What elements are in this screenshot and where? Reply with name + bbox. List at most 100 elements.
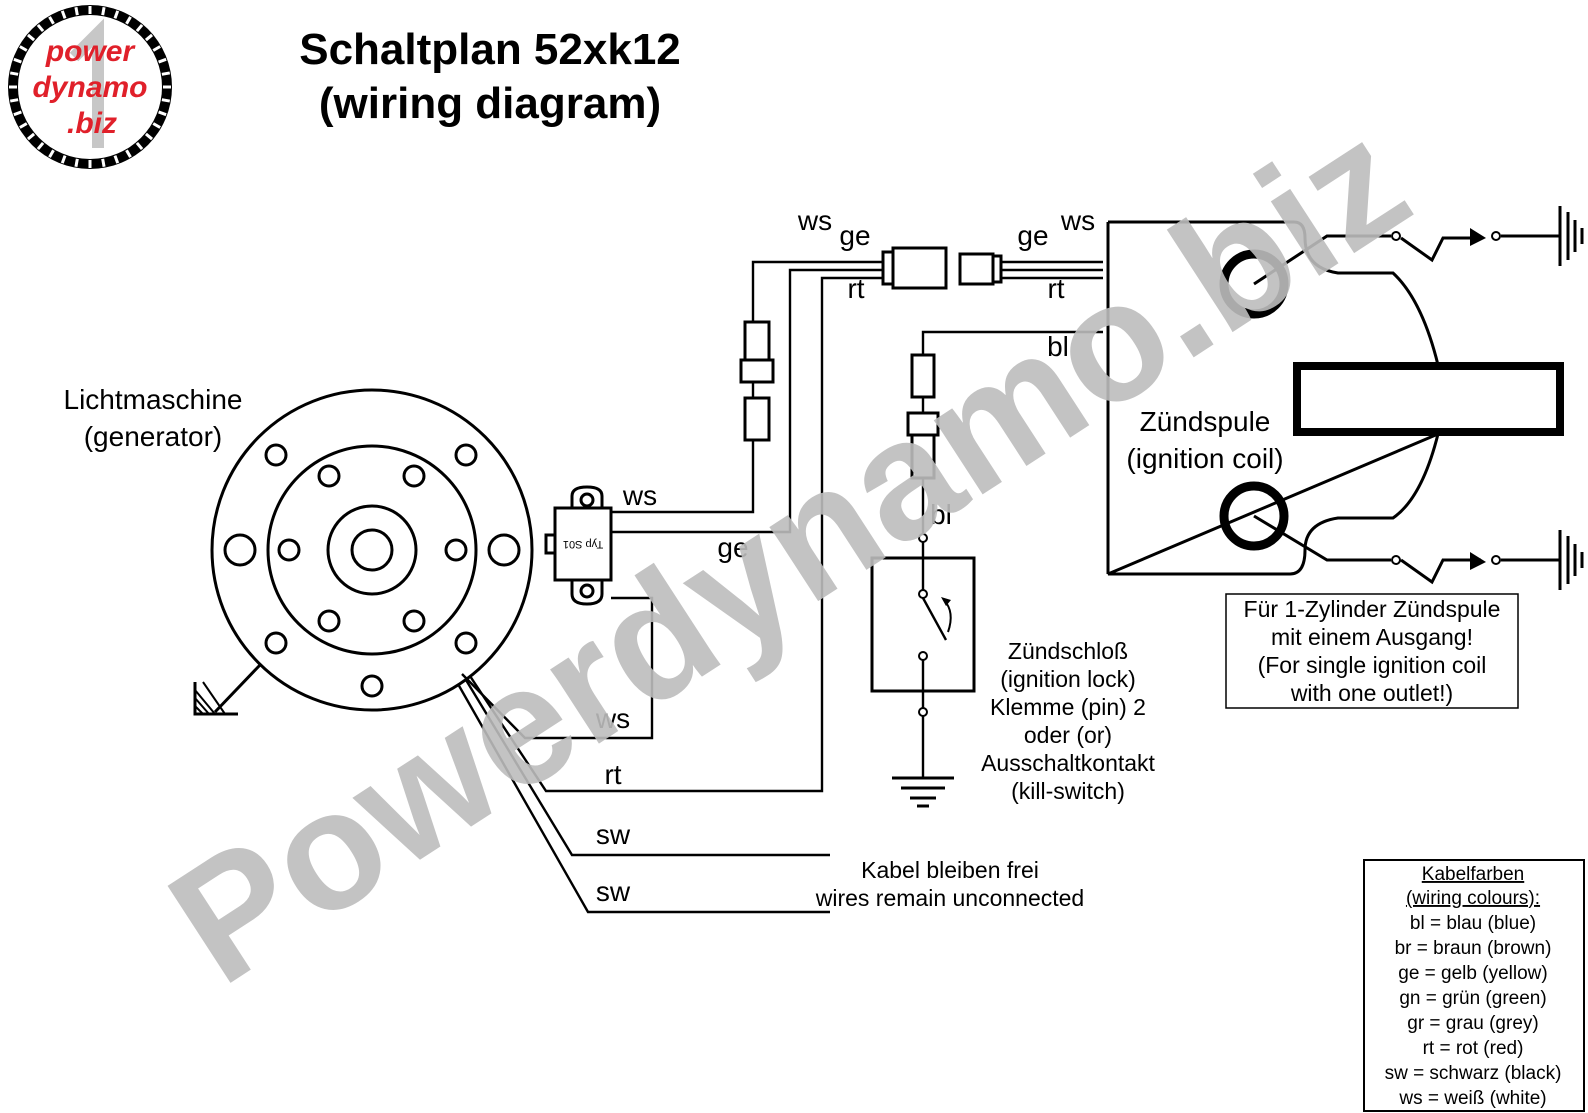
- logo-tick: [36, 23, 45, 33]
- legend-item: gr = grau (grey): [1407, 1013, 1538, 1034]
- legend-title: Kabelfarben: [1422, 864, 1524, 885]
- coil-ground-bottom: [1558, 530, 1584, 590]
- legend-item: ws = weiß (white): [1398, 1088, 1546, 1109]
- lock-terminal-bottom: [918, 707, 928, 717]
- wire-label-ws-generator: ws: [595, 703, 630, 734]
- ignition-coil-label: Zündspule: [1140, 406, 1271, 437]
- logo-tick: [60, 10, 67, 19]
- logo-tick: [9, 71, 19, 76]
- single-coil-note-line-4: with one outlet!): [1290, 680, 1453, 706]
- generator-label-en: (generator): [84, 421, 223, 452]
- wire-label-rt-coil: rt: [1047, 273, 1064, 304]
- ignition-lock-line-1: Zündschloß: [1008, 638, 1128, 664]
- logo-tick: [113, 155, 120, 164]
- logo-tick: [60, 155, 67, 164]
- wire-label-ws-regulator: ws: [622, 480, 657, 511]
- lock-contact-upper: [918, 589, 928, 599]
- wire-label-rt-generator: rt: [604, 759, 621, 790]
- lock-contact-lower: [918, 651, 928, 661]
- spark-gap-top-a: [1391, 231, 1401, 241]
- logo-tick: [36, 141, 45, 151]
- logo-tick: [9, 98, 19, 103]
- logo-tick: [161, 71, 171, 76]
- unconnected-note-en: wires remain unconnected: [815, 885, 1084, 911]
- logo-tick: [135, 141, 144, 151]
- generator-ground-symbol: [194, 681, 226, 715]
- ignition-lock-text: Zündschloß (ignition lock) Klemme (pin) …: [981, 638, 1155, 804]
- ignition-lock-line-2: (ignition lock): [1000, 666, 1136, 692]
- logo-tick: [158, 57, 167, 64]
- wire-label-bl-top: bl: [1047, 331, 1069, 362]
- spark-arrow-bottom: [1470, 552, 1486, 570]
- unconnected-note-de: Kabel bleiben frei: [861, 857, 1039, 883]
- legend-subtitle: (wiring colours):: [1406, 888, 1540, 909]
- logo-tick: [125, 16, 132, 25]
- watermark: Powerdynamo.biz: [138, 84, 1438, 1020]
- logo-line-1: power: [45, 35, 137, 68]
- legend-item: gn = grün (green): [1399, 988, 1546, 1009]
- inline-connector-bl: [906, 353, 940, 480]
- logo-tick: [161, 98, 171, 103]
- logo-tick: [19, 45, 28, 52]
- wire-label-ge-regulator: ge: [717, 532, 748, 563]
- wire-label-sw-1: sw: [596, 819, 631, 850]
- generator: [193, 388, 534, 716]
- logo-tick: [19, 122, 28, 129]
- logo-tick: [158, 110, 167, 117]
- legend-item: bl = blau (blue): [1410, 913, 1536, 934]
- logo-line-3: .biz: [67, 107, 117, 140]
- logo-tick: [135, 23, 144, 33]
- regulator-type-label: Typ S01: [563, 538, 603, 550]
- ignition-coil: [1106, 220, 1564, 585]
- logo-tick: [152, 122, 161, 129]
- wire-label-sw-2: sw: [596, 876, 631, 907]
- logo-tick: [74, 158, 79, 168]
- powerdynamo-logo: power dynamo .biz: [8, 5, 172, 169]
- coil-ground-top: [1558, 206, 1584, 266]
- logo-tick: [144, 132, 154, 141]
- wire-label-bl-lock: bl: [930, 499, 952, 530]
- single-coil-note-line-2: mit einem Ausgang!: [1271, 624, 1473, 650]
- spark-gap-bottom-a: [1391, 555, 1401, 565]
- wire-label-ws-coil: ws: [1060, 205, 1095, 236]
- ignition-lock-line-6: (kill-switch): [1011, 778, 1125, 804]
- legend-item: ge = gelb (yellow): [1398, 963, 1547, 984]
- logo-tick: [101, 158, 106, 168]
- legend-item: rt = rot (red): [1423, 1038, 1524, 1059]
- logo-tick: [144, 33, 154, 42]
- legend-item: br = braun (brown): [1395, 938, 1552, 959]
- logo-tick: [26, 33, 36, 42]
- logo-tick: [125, 149, 132, 158]
- diagram-subtitle: (wiring diagram): [319, 79, 661, 128]
- ignition-lock-line-3: Klemme (pin) 2: [990, 694, 1146, 720]
- logo-line-2: dynamo: [32, 71, 147, 104]
- spark-arrow-top: [1470, 228, 1486, 246]
- logo-tick: [74, 6, 79, 16]
- wire-label-ge-top: ge: [839, 220, 870, 251]
- logo-tick: [48, 16, 55, 25]
- ignition-coil-label-en: (ignition coil): [1126, 443, 1283, 474]
- logo-tick: [101, 6, 106, 16]
- legend-item: sw = schwarz (black): [1385, 1063, 1562, 1084]
- ignition-lock-line-5: Ausschaltkontakt: [981, 750, 1155, 776]
- lock-ground-symbol: [892, 776, 954, 808]
- logo-tick: [48, 149, 55, 158]
- single-coil-note-line-3: (For single ignition coil: [1258, 652, 1487, 678]
- logo-tick: [113, 10, 120, 19]
- wire-colour-legend: Kabelfarben (wiring colours): bl = blau …: [1363, 859, 1585, 1112]
- diagram-title: Schaltplan 52xk12: [299, 25, 681, 74]
- logo-tick: [13, 57, 22, 64]
- wire-label-ge-coil: ge: [1017, 220, 1048, 251]
- spark-gap-top-b: [1491, 231, 1501, 241]
- wires: [456, 260, 1103, 914]
- ignition-lock-line-4: oder (or): [1024, 722, 1112, 748]
- single-coil-note: Für 1-Zylinder Zündspule mit einem Ausga…: [1225, 593, 1519, 709]
- lock-terminal-top: [918, 533, 928, 543]
- wire-label-rt-top: rt: [847, 273, 864, 304]
- logo-tick: [26, 132, 36, 141]
- multi-plug-connector: [881, 246, 1003, 290]
- ignition-lock: [870, 556, 976, 693]
- single-coil-note-line-1: Für 1-Zylinder Zündspule: [1244, 596, 1501, 622]
- regulator: [544, 485, 613, 606]
